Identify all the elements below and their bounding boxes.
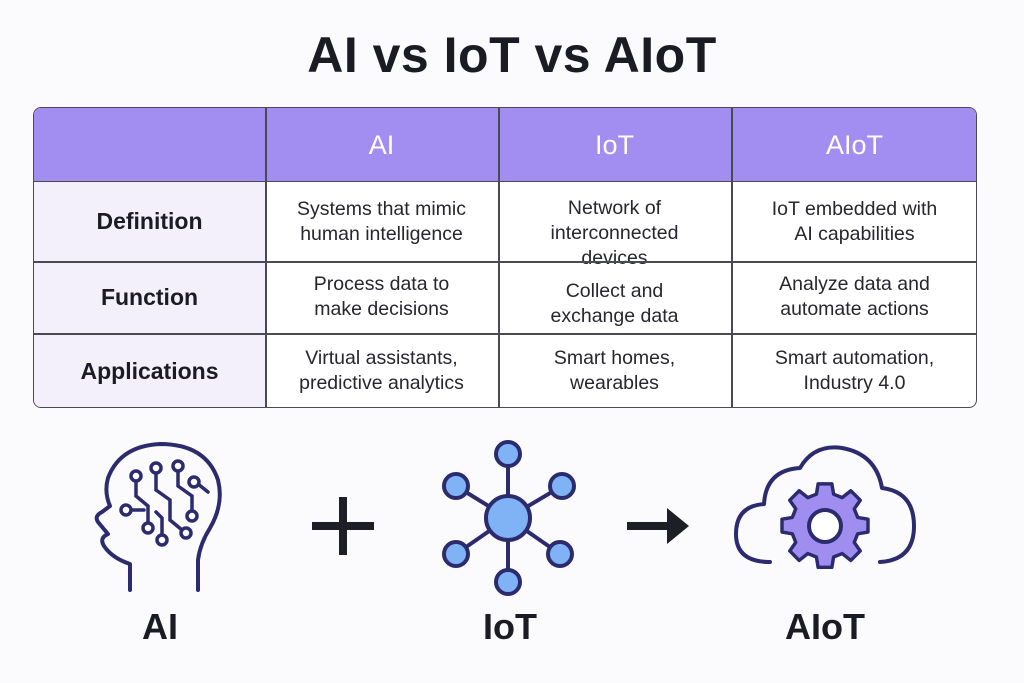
cell-function-ai: Process data to make decisions xyxy=(313,273,450,320)
cell-applications-iot: Smart homes, wearables xyxy=(553,347,676,394)
page-title: AI vs IoT vs AIoT xyxy=(307,27,717,83)
label-ai: AI xyxy=(142,606,178,647)
column-divider xyxy=(731,108,733,407)
row-divider xyxy=(34,333,976,335)
cell-function-aiot: Analyze data and automate actions xyxy=(779,273,930,320)
comparison-table: AI IoT AIoT Definition Function Applicat… xyxy=(33,107,977,408)
cell-function-iot: Collect and exchange data xyxy=(550,280,679,327)
row-label-applications: Applications xyxy=(34,333,265,407)
column-header-aiot: AIoT xyxy=(825,130,884,160)
cell-definition-ai: Systems that mimic human intelligence xyxy=(296,197,467,245)
brain-head-icon xyxy=(94,442,222,592)
arrow-right-icon xyxy=(627,508,689,544)
cell-definition-iot: Network of interconnected devices xyxy=(550,197,679,269)
row-divider xyxy=(34,261,976,263)
plus-icon xyxy=(312,497,374,555)
cell-applications-aiot: Smart automation, Industry 4.0 xyxy=(774,347,935,394)
table-header-row xyxy=(34,108,976,182)
cell-definition-aiot: IoT embedded with AI capabilities xyxy=(771,197,938,245)
label-iot: IoT xyxy=(483,606,537,647)
network-hub-icon xyxy=(442,440,576,596)
cell-applications-ai: Virtual assistants, predictive analytics xyxy=(299,347,464,394)
label-aiot: AIoT xyxy=(785,606,865,647)
row-label-function: Function xyxy=(34,261,265,333)
column-header-iot: IoT xyxy=(594,130,634,160)
column-divider xyxy=(498,108,500,407)
cloud-gear-icon xyxy=(734,445,916,570)
column-divider xyxy=(265,108,267,407)
row-label-definition: Definition xyxy=(34,182,265,261)
column-header-ai: AI xyxy=(368,130,395,160)
